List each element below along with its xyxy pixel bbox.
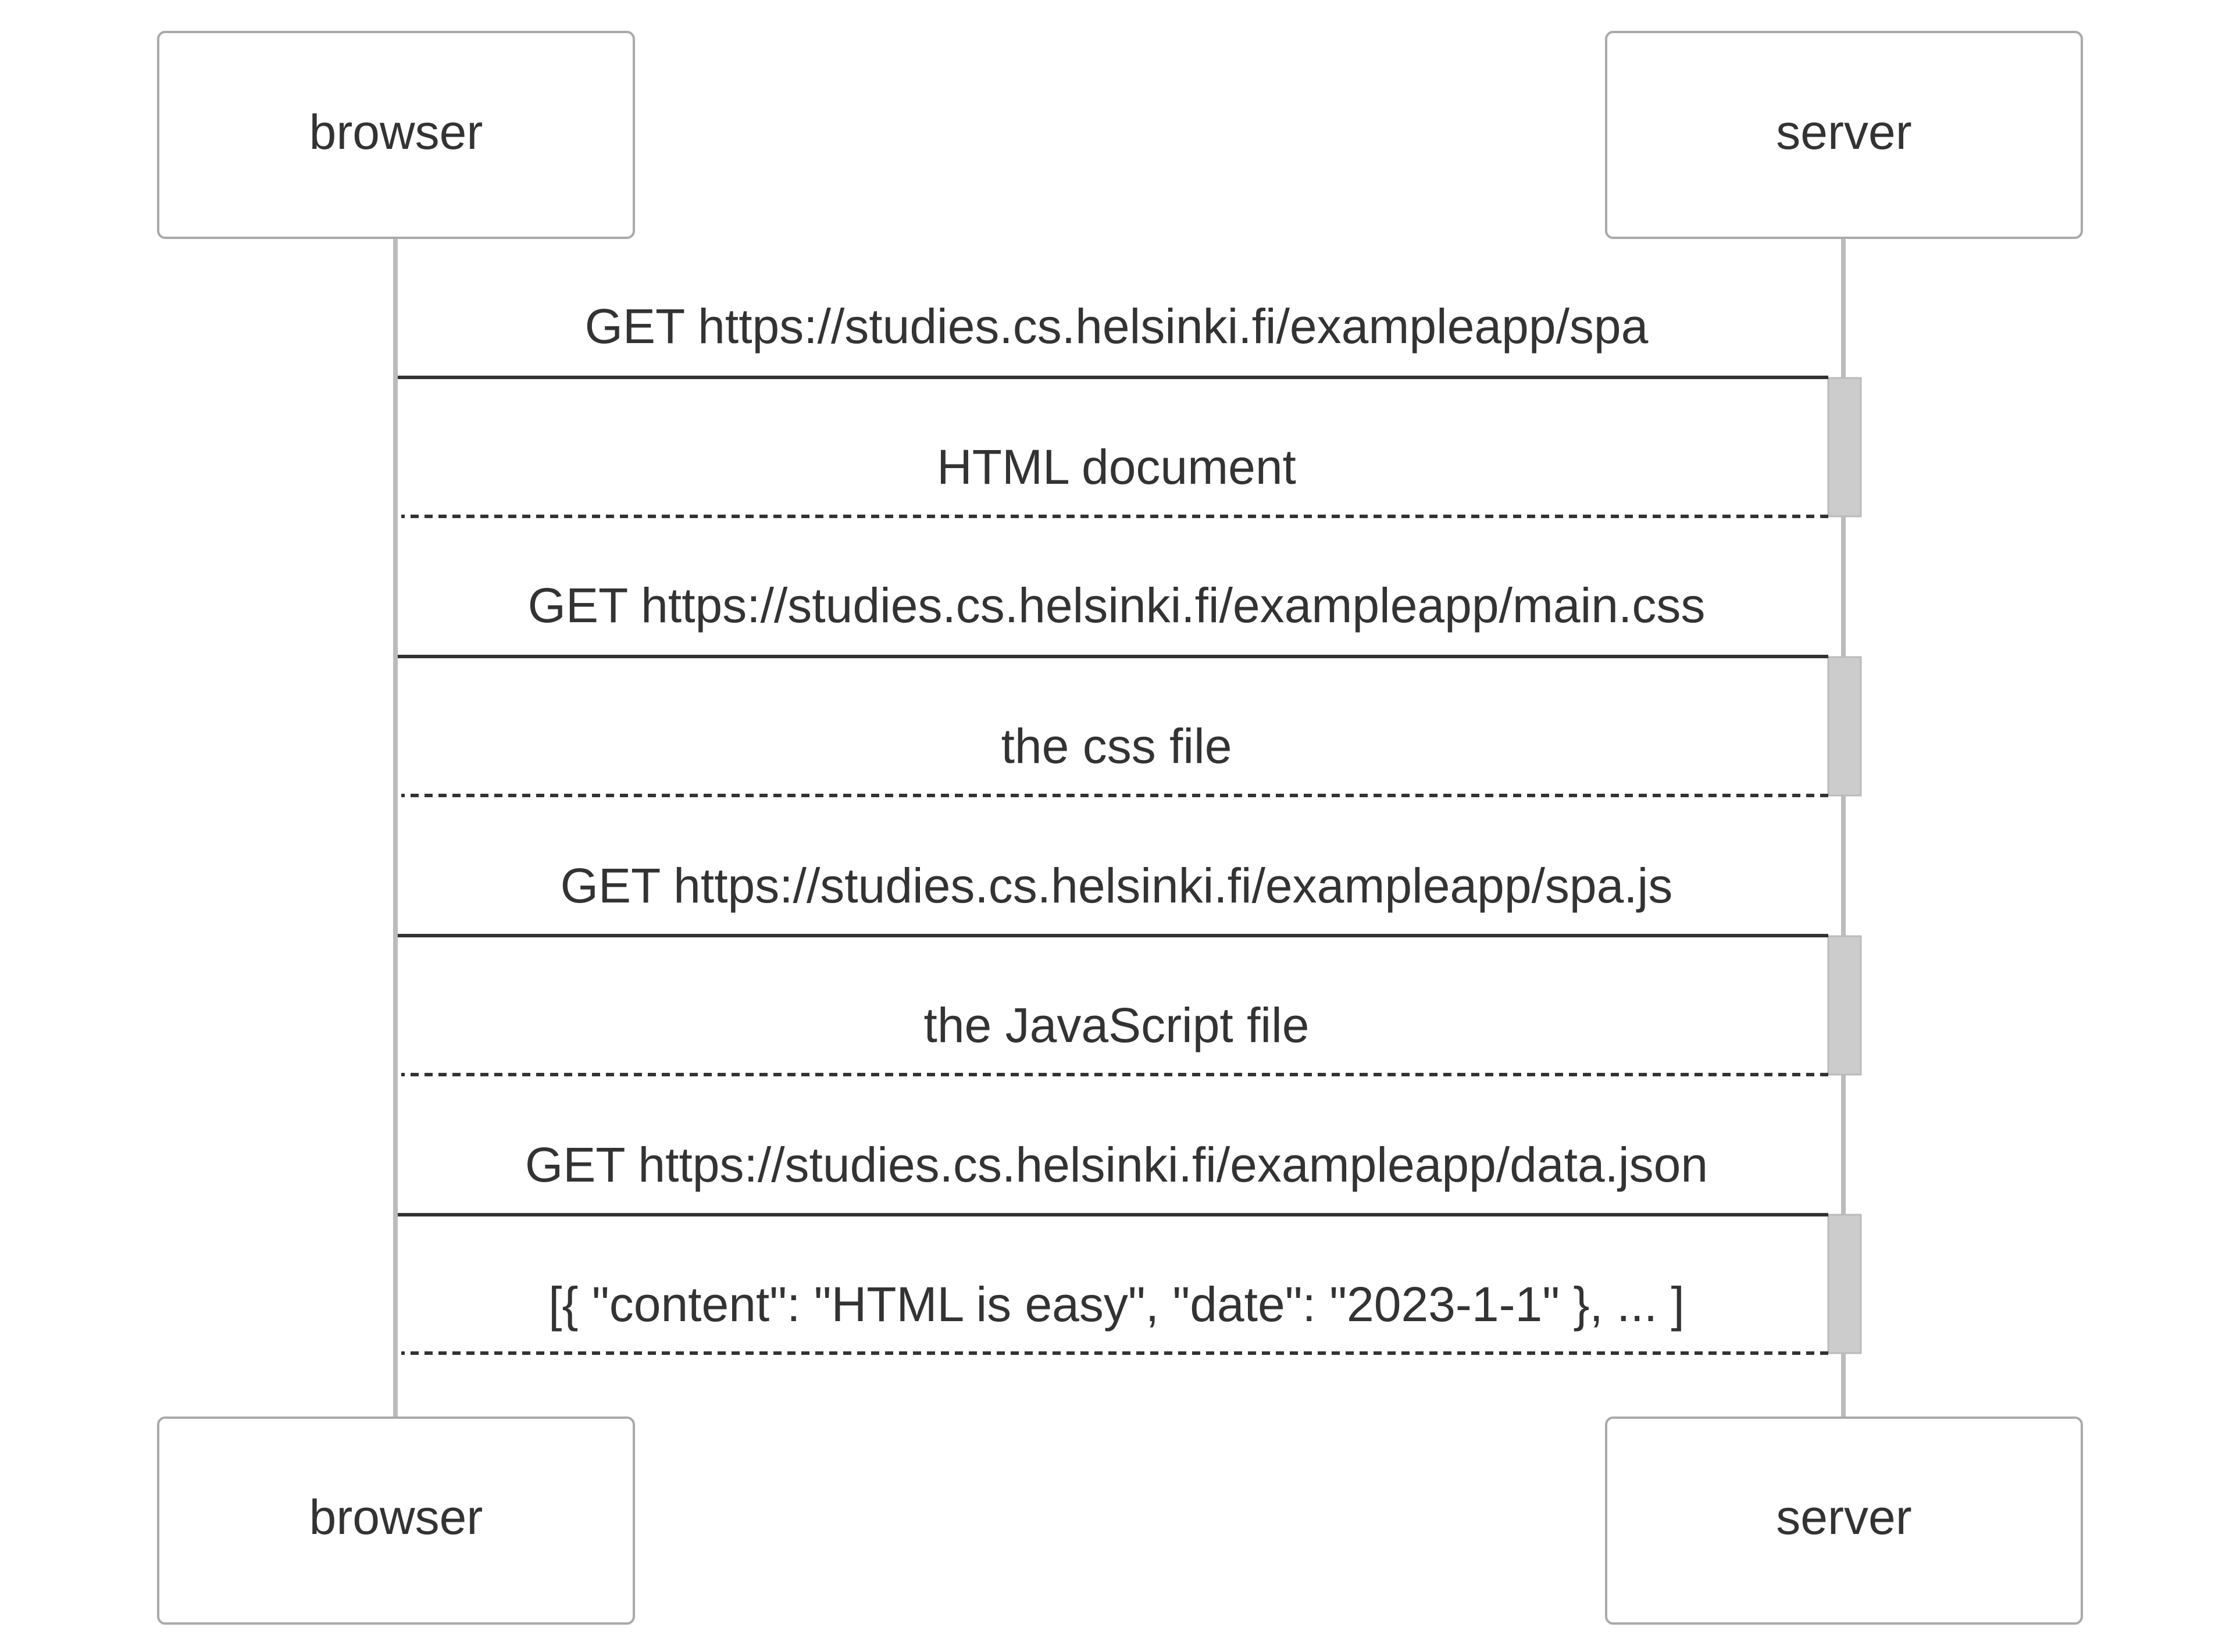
message-3: GET https://studies.cs.helsinki.fi/examp… (398, 578, 1829, 658)
actor-browser-bottom-label: browser (309, 1490, 483, 1544)
message-5-label: GET https://studies.cs.helsinki.fi/examp… (561, 858, 1673, 913)
message-4: the css file (401, 719, 1828, 797)
message-7: GET https://studies.cs.helsinki.fi/examp… (398, 1137, 1829, 1216)
actor-server-bottom: server (1605, 1416, 2083, 1625)
message-3-label: GET https://studies.cs.helsinki.fi/examp… (528, 578, 1706, 633)
message-1: GET https://studies.cs.helsinki.fi/examp… (398, 299, 1829, 379)
activation-bar-4 (1827, 1214, 1862, 1354)
message-6: the JavaScript file (401, 998, 1828, 1076)
message-1-label: GET https://studies.cs.helsinki.fi/examp… (585, 299, 1649, 354)
message-5: GET https://studies.cs.helsinki.fi/examp… (398, 858, 1829, 937)
activation-bar-2 (1827, 656, 1862, 797)
message-7-label: GET https://studies.cs.helsinki.fi/examp… (525, 1137, 1708, 1192)
actor-browser-top-label: browser (309, 105, 483, 159)
message-6-label: the JavaScript file (924, 998, 1310, 1052)
message-8-label: [{ "content": "HTML is easy", "date": "2… (548, 1277, 1685, 1332)
actor-server-top-label: server (1776, 105, 1911, 159)
actor-browser-bottom: browser (157, 1416, 635, 1625)
activation-bar-3 (1827, 935, 1862, 1076)
message-2: HTML document (401, 440, 1828, 518)
message-8: [{ "content": "HTML is easy", "date": "2… (401, 1277, 1828, 1355)
message-2-label: HTML document (937, 440, 1296, 494)
activation-bar-1 (1827, 377, 1862, 518)
message-4-label: the css file (1001, 719, 1232, 773)
actor-server-top: server (1605, 31, 2083, 239)
actor-browser-top: browser (157, 31, 635, 239)
actor-server-bottom-label: server (1776, 1490, 1911, 1544)
